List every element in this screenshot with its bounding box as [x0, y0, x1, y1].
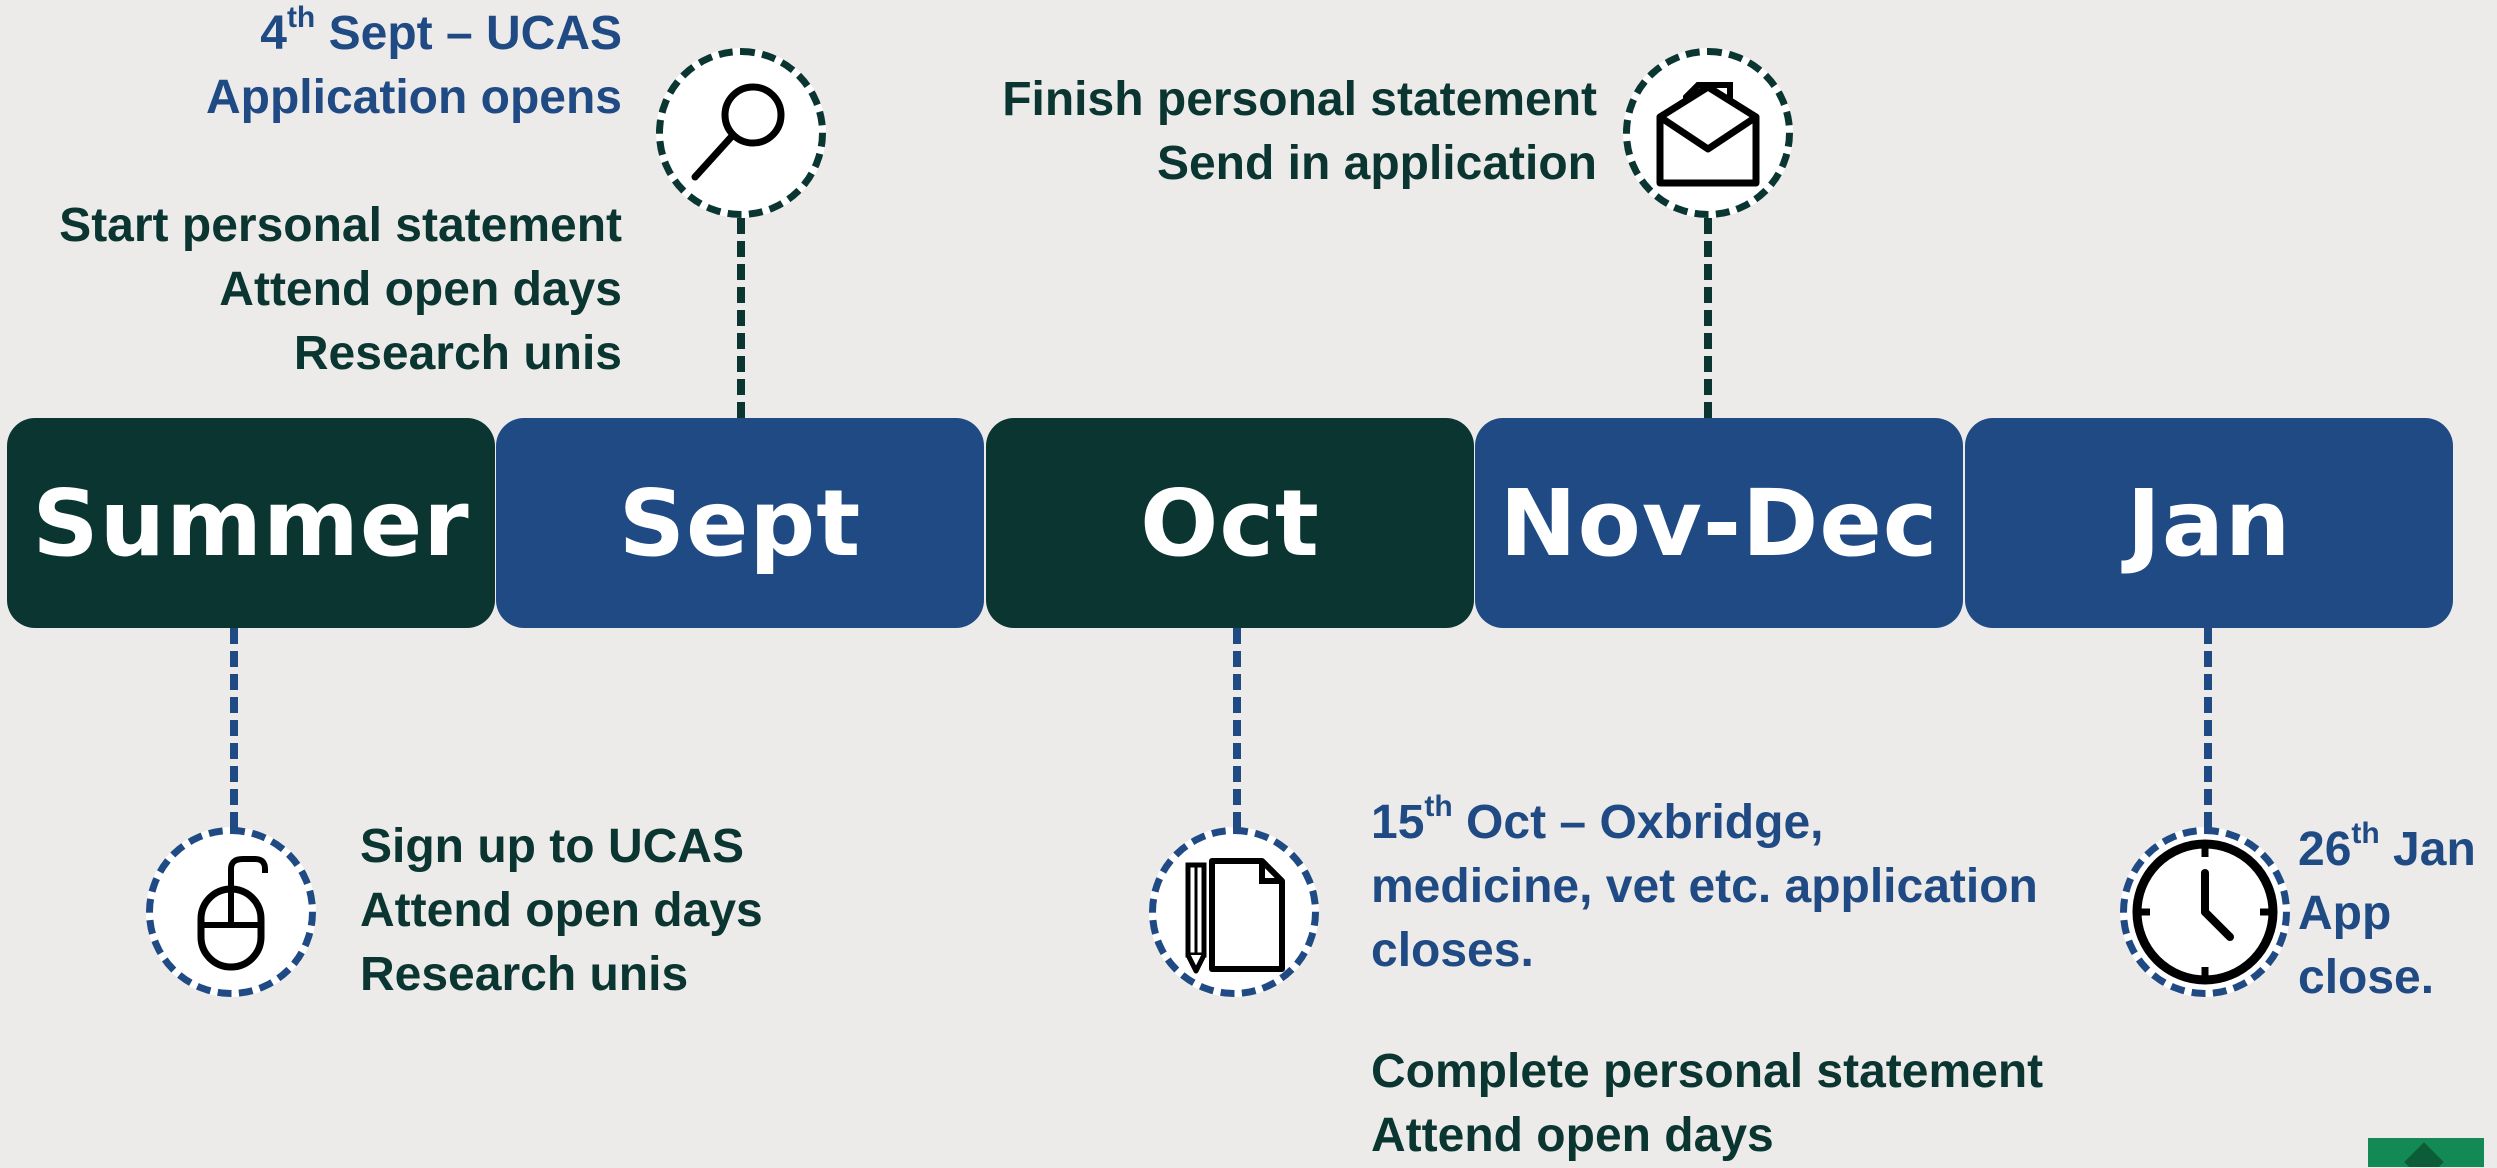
month-label: Oct	[1140, 469, 1320, 577]
month-label: Sept	[618, 469, 862, 577]
sept-tasks: Start personal statement Attend open day…	[59, 199, 622, 380]
connector-oct	[1233, 628, 1241, 828]
connector-jan	[2204, 628, 2212, 828]
arrow-up-icon	[2404, 1142, 2444, 1167]
month-oct: Oct	[986, 418, 1474, 628]
month-sept: Sept	[496, 418, 984, 628]
oct-tasks: Complete personal statement Attend open …	[1371, 1045, 2044, 1162]
connector-summer	[230, 628, 238, 828]
magnifier-icon	[656, 48, 826, 218]
oct-deadline: 15th Oct – Oxbridge, medicine, vet etc. …	[1371, 790, 2038, 978]
summer-tasks: Sign up to UCAS Attend open days Researc…	[360, 820, 763, 1001]
connector-sept	[737, 218, 745, 418]
novdec-tasks: Finish personal statement Send in applic…	[1002, 73, 1597, 190]
month-summer: Summer	[7, 418, 495, 628]
month-jan: Jan	[1965, 418, 2453, 628]
month-label: Nov-Dec	[1499, 469, 1939, 577]
clock-icon	[2120, 827, 2290, 997]
document-pencil-icon	[1149, 827, 1319, 997]
month-label: Summer	[32, 469, 470, 577]
sept-deadline: 4th Sept – UCAS Application opens	[205, 1, 622, 125]
envelope-icon	[1623, 48, 1793, 218]
corner-logo	[2368, 1138, 2484, 1167]
connector-nov-dec	[1704, 218, 1712, 418]
mouse-icon	[146, 827, 316, 997]
month-label: Jan	[2126, 469, 2292, 577]
month-nov-dec: Nov-Dec	[1475, 418, 1963, 628]
jan-deadline: 26th Jan App close.	[2298, 817, 2476, 1005]
